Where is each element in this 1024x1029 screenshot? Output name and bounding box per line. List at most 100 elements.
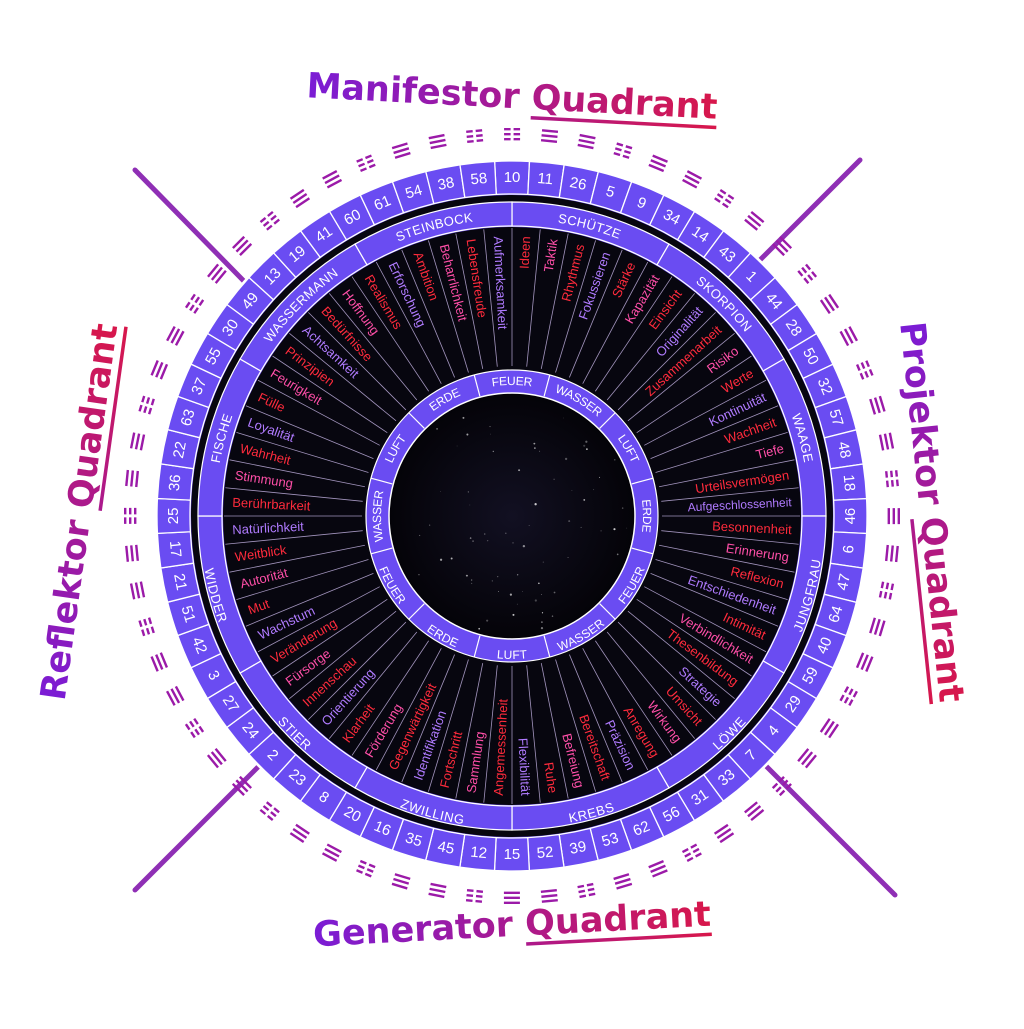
gate-number: 63	[178, 407, 199, 428]
hexagram-line	[716, 828, 732, 839]
keyword-divider	[655, 432, 788, 473]
keyword-divider	[526, 665, 541, 803]
gate-number: 42	[188, 635, 210, 657]
star-dot	[516, 603, 518, 605]
hexagram-line	[616, 142, 624, 147]
hexagram-line	[170, 328, 181, 344]
element-divider	[599, 412, 616, 429]
gate-number: 43	[715, 243, 739, 267]
gate-number: 56	[660, 803, 683, 826]
gate-number: 24	[238, 719, 262, 743]
hexagram-line	[682, 178, 698, 189]
keyword-divider	[606, 631, 696, 739]
quadrant-title-quadrant: Quadrant	[912, 515, 971, 704]
hexagram-line	[890, 583, 895, 591]
keyword-divider	[351, 276, 429, 392]
element-label: LUFT	[496, 647, 528, 662]
hexagram-line	[747, 805, 762, 818]
hexagram-line	[391, 142, 408, 150]
gate-number: 33	[715, 766, 739, 790]
keyword-divider	[661, 530, 799, 545]
star-dot	[613, 528, 616, 531]
hexagram-line	[865, 360, 870, 368]
keyword-divider	[289, 332, 397, 422]
gate-number: 30	[219, 316, 242, 339]
star-dot	[486, 540, 489, 542]
element-divider	[370, 547, 393, 555]
hexagram-line	[476, 134, 483, 138]
hexagram-line	[540, 139, 558, 144]
star-dot	[518, 469, 521, 472]
hexagram-line	[613, 151, 621, 157]
hexagram-line	[540, 889, 557, 893]
hexagram-line	[503, 901, 520, 905]
hexagram-icon	[428, 882, 447, 899]
keyword-divider	[257, 379, 380, 446]
star-dot	[534, 503, 537, 506]
hexagram-line	[588, 892, 596, 897]
gate-number: 22	[170, 440, 190, 460]
hexagram-icon	[540, 129, 559, 144]
hexagram-line	[123, 517, 127, 524]
hexagram-icon	[744, 211, 765, 231]
hexagram-icon	[878, 581, 895, 600]
hexagram-line	[475, 894, 483, 898]
keyword-label: Aufmerksamkeit	[491, 236, 511, 330]
hexagram-line	[135, 470, 140, 488]
quadrant-title: Projektor Quadrant	[891, 320, 971, 704]
gate-number: 16	[371, 818, 393, 840]
hexagram-line	[214, 748, 227, 762]
hexagram-icon	[885, 470, 899, 488]
star-dot	[528, 525, 530, 526]
hexagram-line	[133, 517, 137, 524]
hexagram-line	[797, 748, 810, 763]
hexagram-line	[894, 545, 899, 563]
keyword-divider	[644, 586, 767, 653]
hexagram-icon	[259, 210, 280, 231]
keyword-divider	[328, 293, 418, 401]
star-dot	[541, 612, 544, 614]
hexagram-line	[887, 508, 891, 525]
hexagram-line	[198, 725, 205, 733]
hexagram-line	[878, 395, 886, 412]
hexagram-icon	[771, 775, 792, 797]
keyword-divider	[644, 379, 767, 446]
gate-number: 10	[504, 169, 521, 186]
hexagram-line	[198, 299, 205, 307]
hexagram-line	[138, 620, 143, 628]
hexagram-line	[622, 154, 630, 159]
hexagram-line	[235, 779, 249, 793]
keyword-divider	[236, 559, 369, 600]
hexagram-line	[652, 154, 668, 163]
gate-number: 46	[842, 508, 859, 525]
quadrant-title-quadrant: Quadrant	[531, 78, 719, 128]
hexagram-line	[159, 652, 169, 668]
hexagram-line	[885, 471, 889, 478]
hexagram-line	[207, 263, 220, 278]
hexagram-line	[803, 277, 810, 284]
hexagram-line	[577, 143, 594, 150]
quadrant-title-quadrant: Quadrant	[524, 895, 712, 945]
hexagram-icon	[839, 326, 858, 347]
keyword-divider	[257, 586, 380, 653]
hexagram-line	[775, 786, 782, 793]
zodiac-cell	[354, 201, 513, 266]
hexagram-line	[265, 801, 273, 808]
hexagram-line	[326, 843, 342, 854]
keyword-divider	[455, 233, 484, 369]
keyword-label: Tiefe	[754, 441, 785, 462]
hexagram-line	[695, 852, 702, 858]
keyword-divider	[569, 654, 623, 783]
hexagram-icon	[321, 843, 342, 862]
star-dot	[465, 574, 468, 577]
hexagram-line	[259, 216, 267, 223]
star-dot	[626, 527, 628, 529]
keyword-divider	[483, 229, 498, 367]
hexagram-icon	[125, 544, 139, 562]
hexagram-icon	[428, 133, 447, 150]
star-dot	[534, 447, 536, 449]
star-dot	[456, 445, 458, 447]
gate-number: 52	[536, 844, 554, 863]
gate-number: 58	[470, 170, 488, 189]
star-dot	[586, 448, 588, 450]
